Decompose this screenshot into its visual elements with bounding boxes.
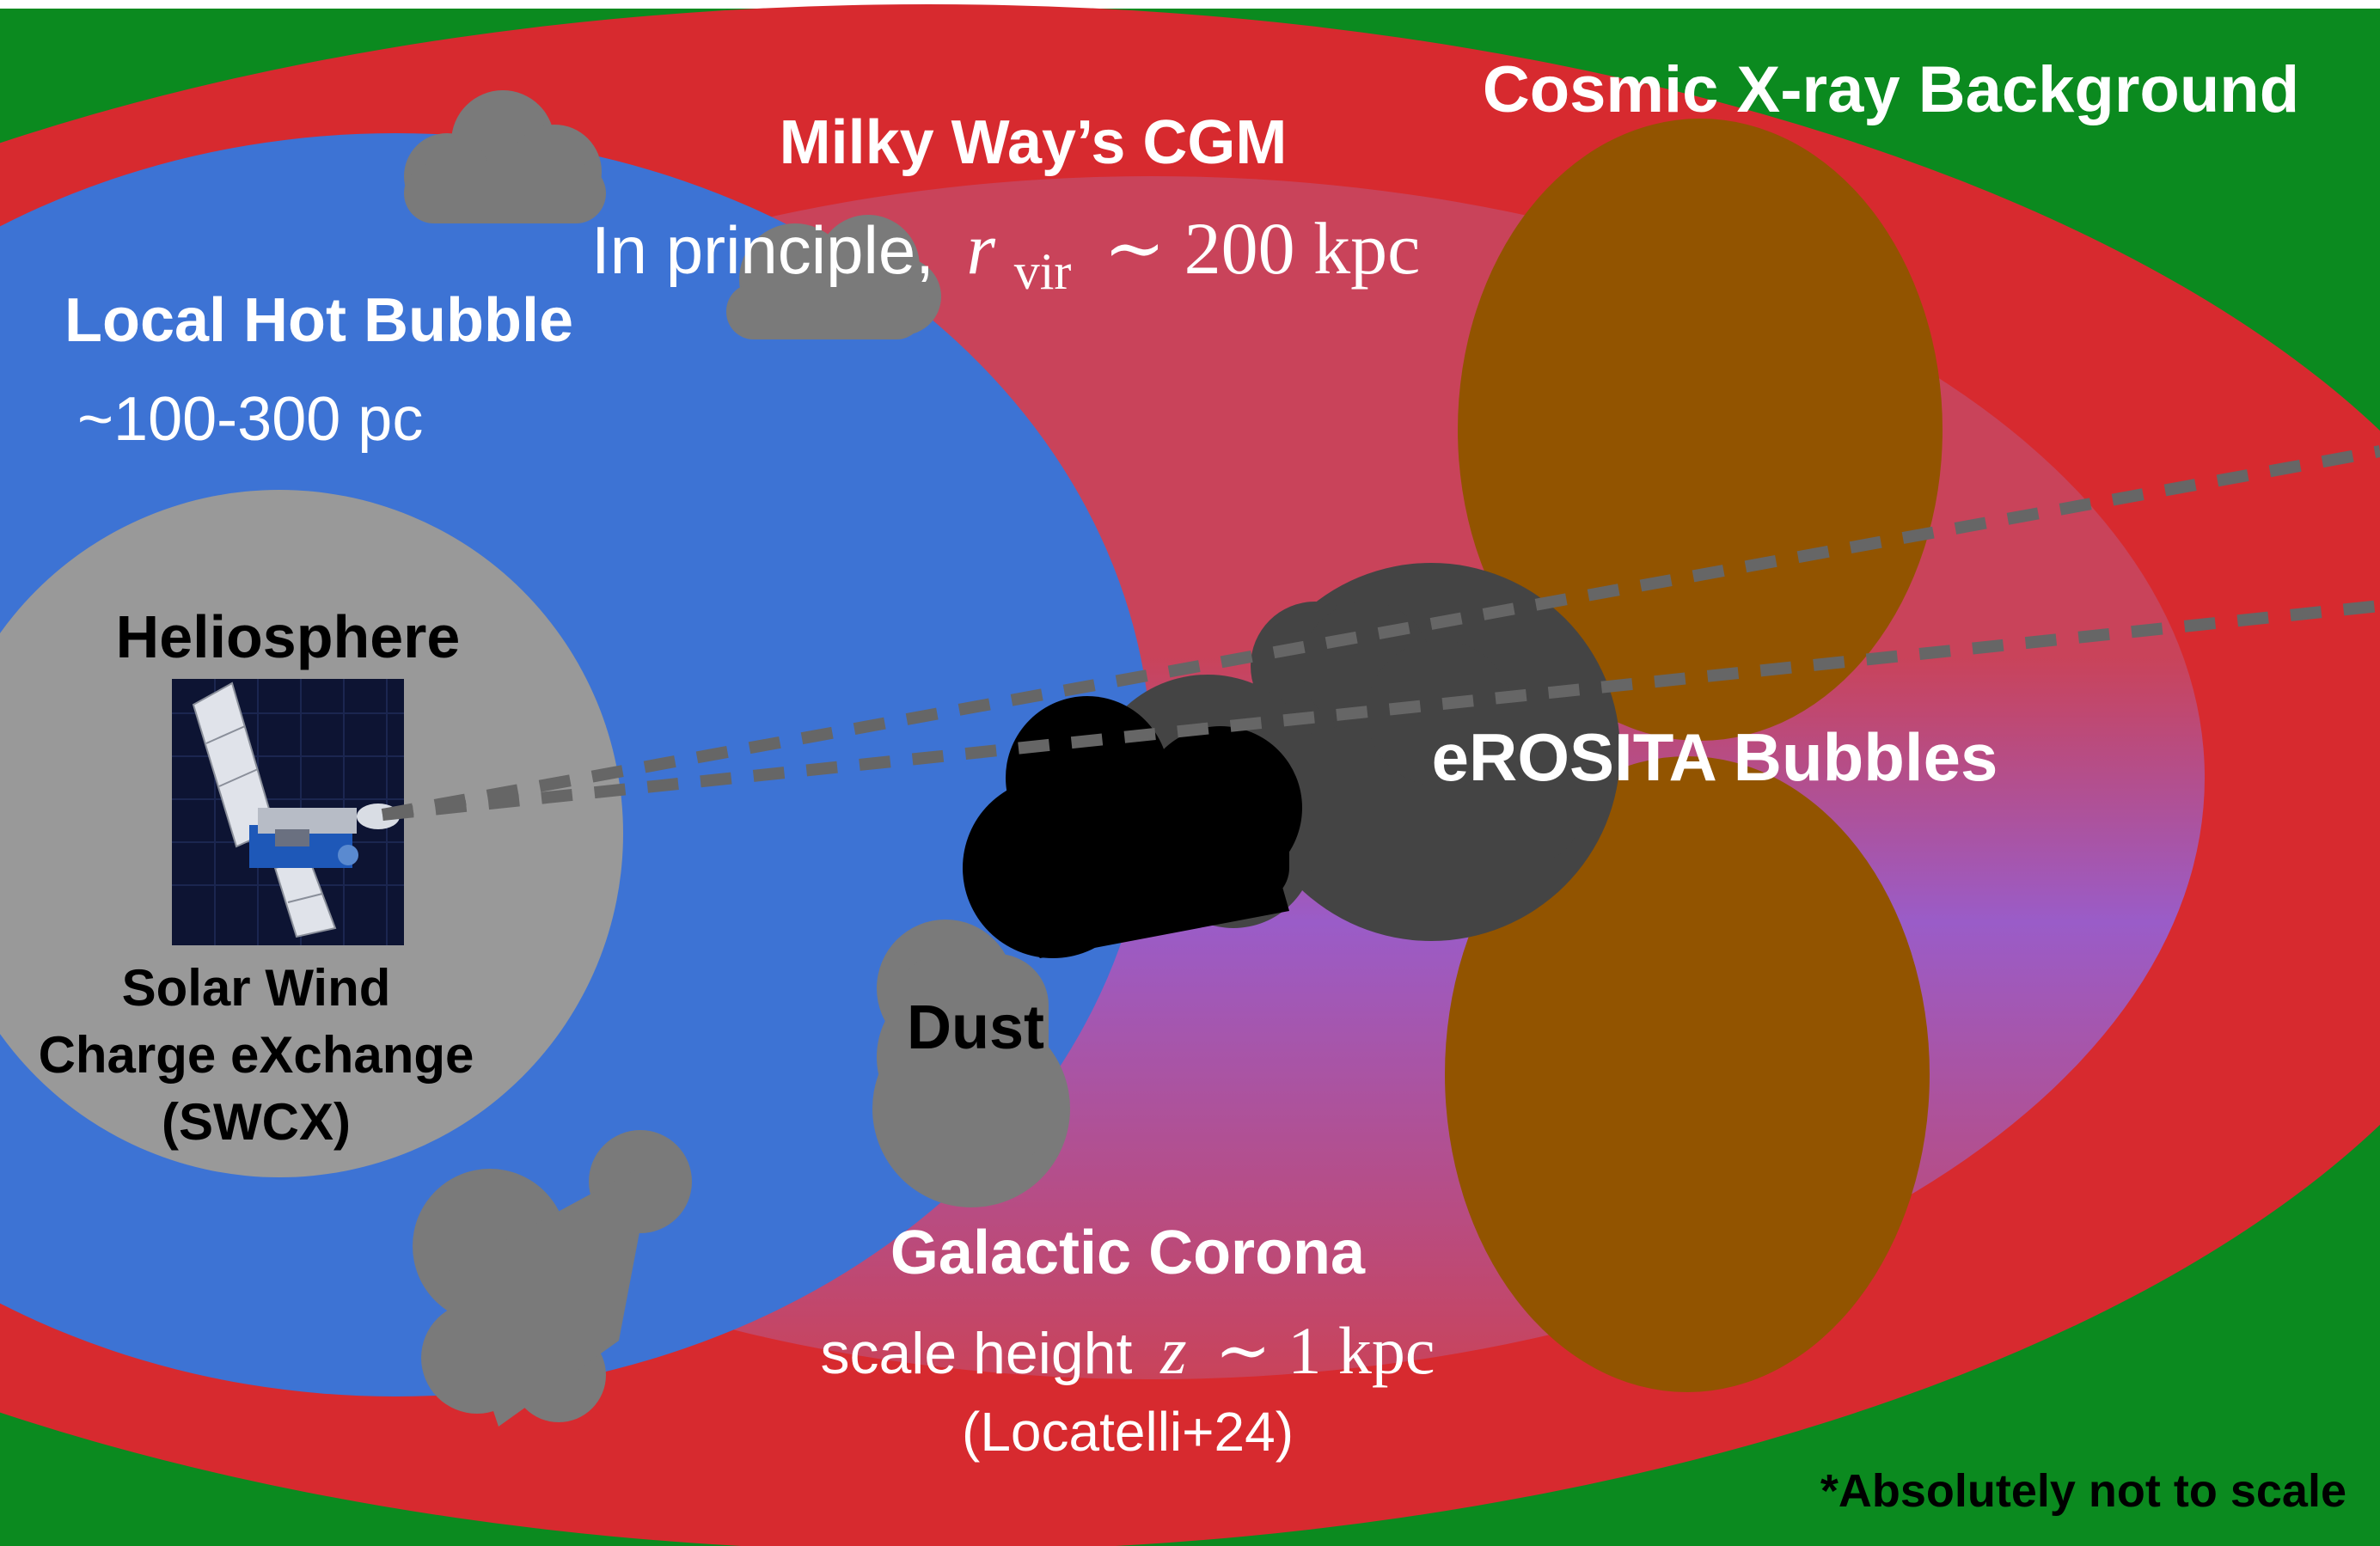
sightline-upper [381,445,2380,821]
cgm-sub-text: In principle, [591,212,934,288]
swcx-label-line1: Solar Wind [122,959,391,1017]
corona-sub-z: z [1159,1313,1186,1388]
cgm-sub-vir: vir [1014,243,1072,300]
satellite-icon [172,679,404,945]
cgm-sub-r: r [967,207,996,290]
dust-cloud-black [963,696,1302,958]
gray-cloud-top-center [726,215,941,339]
gray-cloud-bottom-left [413,1130,692,1427]
sightline-lower [382,600,2380,821]
lhb-sub-label: ~100-300 pc [77,385,423,454]
dust-label: Dust [907,993,1044,1062]
corona-sub-text: scale height [820,1321,1132,1386]
cgm-sub-label: In principle, r vir ∼ 200 kpc [591,207,1420,303]
swcx-label-line2: Charge eXchange [39,1026,474,1084]
swcx-label-line3: (SWCX) [162,1093,351,1151]
scale-note: *Absolutely not to scale [1820,1465,2346,1517]
cxb-label: Cosmic X-ray Background [1483,53,2299,126]
heliosphere-label: Heliosphere [116,603,461,670]
corona-sub-label: scale height z ∼ 1 kpc [820,1313,1435,1388]
cgm-sub-rest: ∼ 200 kpc [1104,207,1420,290]
gray-cloud-top-left [404,90,606,223]
erosita-bubble-north [1458,119,1943,741]
erosita-label: eROSITA Bubbles [1432,719,1998,795]
corona-ref-label: (Locatelli+24) [962,1401,1294,1463]
erosita-bubble-south [1445,756,1930,1392]
lhb-label: Local Hot Bubble [64,286,573,355]
dust-cloud-gray [872,920,1070,1207]
corona-label: Galactic Corona [890,1219,1366,1287]
corona-sub-rest: ∼ 1 kpc [1215,1313,1435,1388]
cgm-label: Milky Way’s CGM [780,108,1288,177]
